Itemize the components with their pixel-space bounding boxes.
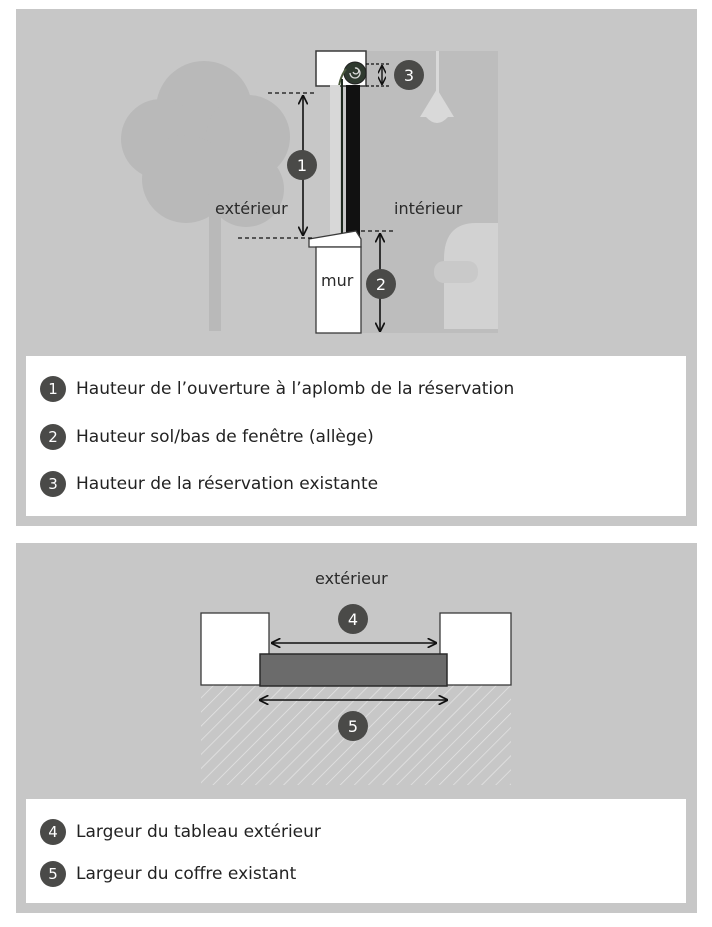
- legend-text-1: Hauteur de l’ouverture à l’aplomb de la …: [76, 379, 515, 399]
- legend-text-5: Largeur du coffre existant: [76, 864, 297, 884]
- window-frame: [346, 85, 360, 237]
- vertical-section-diagram: [121, 50, 498, 334]
- marker-4: 4: [338, 604, 368, 634]
- panel-vertical-section: 1 2 3 extérieur intérieur mur 1 Hauteur …: [16, 9, 697, 526]
- armchair-icon: [434, 223, 498, 329]
- legend-text-2: Hauteur sol/bas de fenêtre (allège): [76, 427, 374, 447]
- ceiling-lamp-icon: [420, 51, 454, 123]
- legend-item-1: 1 Hauteur de l’ouverture à l’aplomb de l…: [40, 376, 514, 402]
- legend-text-4: Largeur du tableau extérieur: [76, 822, 321, 842]
- legend-box-2: 4 Largeur du tableau extérieur 5 Largeur…: [26, 799, 686, 903]
- legend-item-2: 2 Hauteur sol/bas de fenêtre (allège): [40, 424, 374, 450]
- panel-plan-view: extérieur 4 5 4 Largeur du tableau extér…: [16, 543, 697, 913]
- marker-2: 2: [366, 269, 396, 299]
- legend-item-5: 5 Largeur du coffre existant: [40, 861, 296, 887]
- window-sill: [308, 230, 362, 248]
- label-interior: intérieur: [394, 199, 463, 218]
- marker-3: 3: [394, 60, 424, 90]
- marker-1: 1: [287, 150, 317, 180]
- legend-number-2: 2: [40, 424, 66, 450]
- marker-5: 5: [338, 711, 368, 741]
- legend-number-3: 3: [40, 471, 66, 497]
- right-jamb: [439, 612, 512, 686]
- label-wall: mur: [321, 271, 354, 290]
- legend-item-4: 4 Largeur du tableau extérieur: [40, 819, 321, 845]
- plan-view-diagram: [200, 612, 512, 785]
- legend-item-3: 3 Hauteur de la réservation existante: [40, 471, 378, 497]
- legend-text-3: Hauteur de la réservation existante: [76, 474, 379, 494]
- legend-number-5: 5: [40, 861, 66, 887]
- label-exterior-plan: extérieur: [315, 569, 388, 588]
- label-exterior: extérieur: [215, 199, 288, 218]
- wall-below: [315, 246, 362, 334]
- legend-number-4: 4: [40, 819, 66, 845]
- left-jamb: [200, 612, 270, 686]
- legend-box-1: 1 Hauteur de l’ouverture à l’aplomb de l…: [26, 356, 686, 516]
- tree-icon: [121, 61, 290, 331]
- shutter-box: [259, 653, 448, 687]
- legend-number-1: 1: [40, 376, 66, 402]
- window-pane: [330, 85, 340, 235]
